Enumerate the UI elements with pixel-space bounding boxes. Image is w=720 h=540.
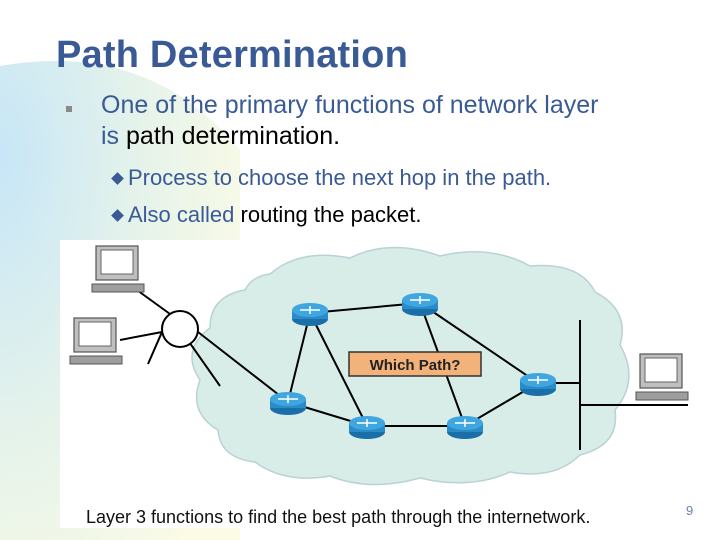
router-icon <box>292 303 328 326</box>
figure-caption: Layer 3 functions to find the best path … <box>86 507 590 527</box>
bullet-1: One of the primary functions of network … <box>101 90 681 152</box>
computer-icon <box>69 317 123 365</box>
hub-icon <box>161 310 199 348</box>
network-diagram: Which Path? Layer 3 functions to find th… <box>60 240 704 528</box>
router-icon <box>447 416 483 439</box>
bullet-1-line-1: One of the primary functions of network … <box>101 91 599 119</box>
router-icon <box>402 293 438 316</box>
sub-bullet-1: Process to choose the next hop in the pa… <box>111 165 552 191</box>
sub-bullet-2-text-dark: routing the packet. <box>240 202 422 227</box>
diamond-bullet-icon <box>111 209 124 222</box>
which-path-label: Which Path? <box>370 357 461 374</box>
bullet-1-line-2-end: path determination. <box>126 122 341 150</box>
which-path-label-box <box>348 351 482 377</box>
slide-title: Path Determination <box>56 34 408 76</box>
page-number: 9 <box>686 503 694 518</box>
sub-bullet-2-text-blue: Also called <box>128 202 235 227</box>
bullet-1-line-2-start: is <box>101 122 120 150</box>
sub-bullet-2: Also called routing the packet. <box>111 202 422 228</box>
sub-bullet-1-text: Process to choose the next hop in the pa… <box>128 165 552 190</box>
bullet-marker <box>66 106 72 112</box>
computer-icon <box>91 245 145 293</box>
router-icon <box>349 416 385 439</box>
computer-icon <box>635 353 689 401</box>
diamond-bullet-icon <box>111 172 124 185</box>
router-icon <box>270 392 306 415</box>
router-icon <box>520 373 556 396</box>
